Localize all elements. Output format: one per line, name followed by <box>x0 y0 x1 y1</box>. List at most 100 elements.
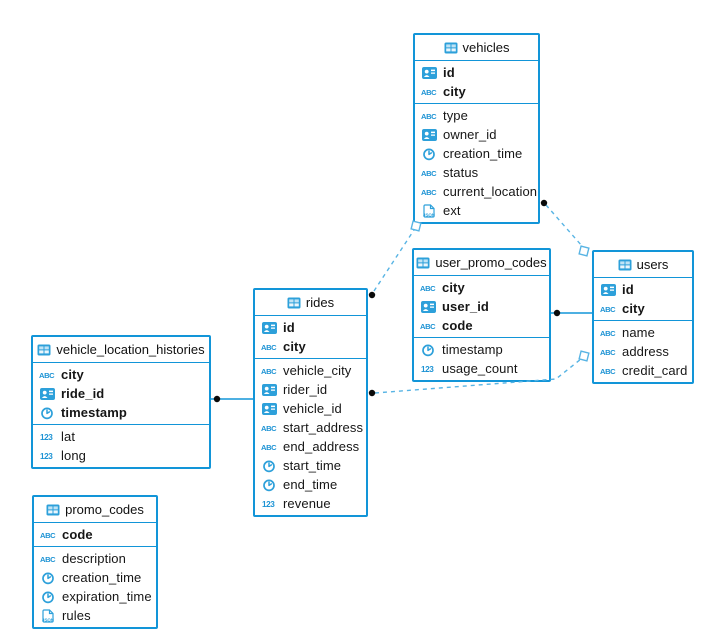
field-row-creation_time[interactable]: creation_time <box>415 144 538 163</box>
field-label: city <box>443 84 466 99</box>
time-type-icon <box>420 147 438 161</box>
time-type-icon <box>260 459 278 473</box>
table-name: rides <box>305 295 335 310</box>
text-type-icon: ABC <box>599 366 617 376</box>
id-type-icon <box>420 66 438 79</box>
field-row-rider_id[interactable]: rider_id <box>255 380 366 399</box>
table-header-user_promo_codes[interactable]: user_promo_codes <box>414 250 549 276</box>
field-row-city[interactable]: ABC city <box>33 365 209 384</box>
text-type-icon: ABC <box>39 554 57 564</box>
text-type-icon: ABC <box>599 304 617 314</box>
table-name: promo_codes <box>65 502 144 517</box>
field-label: code <box>62 527 93 542</box>
table-icon <box>416 257 430 269</box>
text-type-icon: ABC <box>260 342 278 352</box>
field-label: city <box>61 367 84 382</box>
table-header-users[interactable]: users <box>594 252 692 278</box>
field-label: vehicle_city <box>283 363 352 378</box>
json-type-icon: JSON <box>39 608 57 623</box>
field-label: status <box>443 165 479 180</box>
field-row-user_id[interactable]: user_id <box>414 297 549 316</box>
field-label: id <box>443 65 455 80</box>
field-label: code <box>442 318 473 333</box>
field-row-expiration_time[interactable]: expiration_time <box>34 587 156 606</box>
field-row-ride_id[interactable]: ride_id <box>33 384 209 403</box>
field-row-creation_time[interactable]: creation_time <box>34 568 156 587</box>
svg-text:ABC: ABC <box>420 284 436 293</box>
table-header-promo_codes[interactable]: promo_codes <box>34 497 156 523</box>
id-type-icon <box>599 283 617 296</box>
field-row-end_time[interactable]: end_time <box>255 475 366 494</box>
relationship-vehicle-location-histories-rides[interactable] <box>210 395 253 403</box>
field-row-owner_id[interactable]: owner_id <box>415 125 538 144</box>
id-type-icon <box>419 300 437 313</box>
fk-end-dot-marker <box>213 395 221 403</box>
field-label: id <box>283 320 295 335</box>
text-type-icon: ABC <box>260 423 278 433</box>
field-row-timestamp[interactable]: timestamp <box>33 403 209 422</box>
field-row-id[interactable]: id <box>594 280 692 299</box>
field-label: city <box>442 280 465 295</box>
field-row-rules[interactable]: JSON rules <box>34 606 156 625</box>
field-label: owner_id <box>443 127 497 142</box>
field-row-vehicle_id[interactable]: vehicle_id <box>255 399 366 418</box>
field-row-id[interactable]: id <box>255 318 366 337</box>
relationship-user-promo-codes-users[interactable] <box>550 309 592 317</box>
field-row-code[interactable]: ABC code <box>414 316 549 335</box>
svg-text:ABC: ABC <box>600 348 616 357</box>
text-type-icon: ABC <box>599 347 617 357</box>
table-header-rides[interactable]: rides <box>255 290 366 316</box>
time-type-icon <box>260 478 278 492</box>
field-row-start_time[interactable]: start_time <box>255 456 366 475</box>
field-label: end_time <box>283 477 338 492</box>
field-label: credit_card <box>622 363 688 378</box>
field-row-city[interactable]: ABC city <box>414 278 549 297</box>
many-end-square-marker <box>578 350 590 362</box>
field-label: ride_id <box>61 386 105 401</box>
svg-text:ABC: ABC <box>421 112 437 121</box>
svg-text:ABC: ABC <box>420 322 436 331</box>
table-header-vehicles[interactable]: vehicles <box>415 35 538 61</box>
field-row-credit_card[interactable]: ABC credit_card <box>594 361 692 380</box>
field-row-timestamp[interactable]: timestamp <box>414 340 549 359</box>
field-row-id[interactable]: id <box>415 63 538 82</box>
svg-text:ABC: ABC <box>261 343 277 352</box>
table-header-vehicle_location_histories[interactable]: vehicle_location_histories <box>33 337 209 363</box>
text-type-icon: ABC <box>38 370 56 380</box>
time-type-icon <box>39 590 57 604</box>
number-type-icon: 123 <box>419 363 437 374</box>
text-type-icon: ABC <box>599 328 617 338</box>
field-label: rules <box>62 608 91 623</box>
svg-text:ABC: ABC <box>600 329 616 338</box>
